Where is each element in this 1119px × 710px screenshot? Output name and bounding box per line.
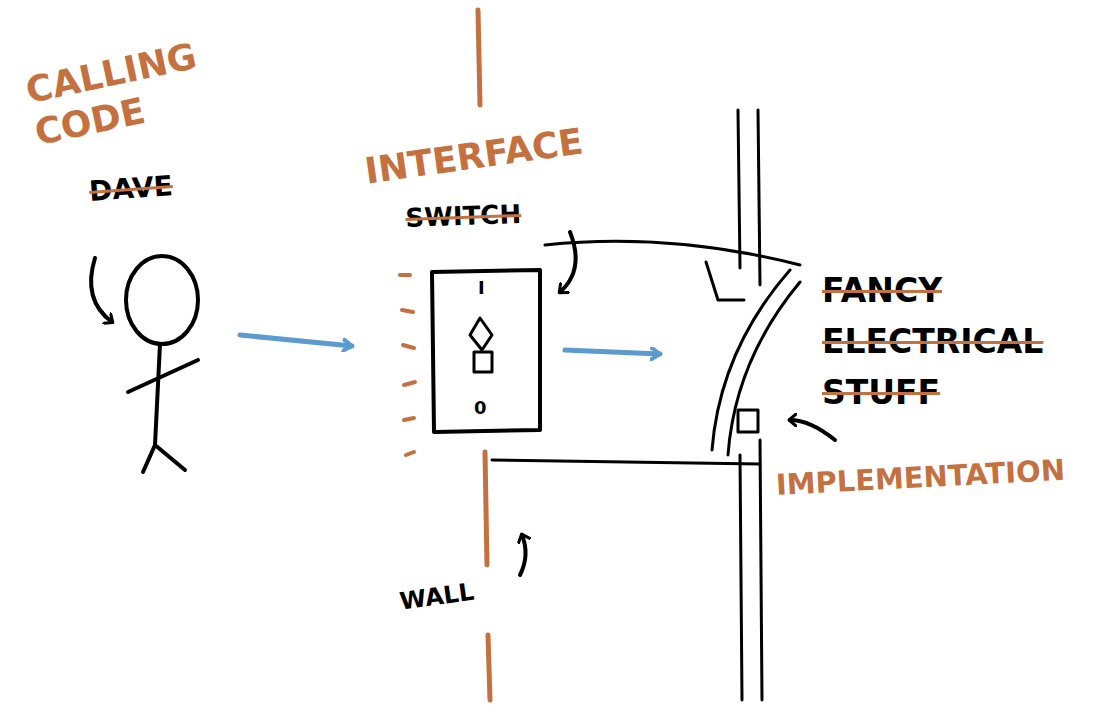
wall-line xyxy=(478,10,480,105)
electrical-conduit xyxy=(706,110,800,700)
switch-marking: I xyxy=(478,278,508,298)
stick-figure xyxy=(126,256,198,472)
switch-plate xyxy=(432,270,540,432)
box-outline xyxy=(545,241,800,265)
struck-label: FANCY ELECTRICAL STUFF xyxy=(822,265,1097,418)
part-label: WALL xyxy=(398,574,501,616)
wall-line xyxy=(488,635,490,700)
role-label: CALLING CODE xyxy=(22,28,236,154)
pointer-arrow xyxy=(560,232,576,292)
flow-arrow xyxy=(565,350,660,354)
struck-label: DAVE xyxy=(88,164,250,209)
struck-label: SWITCH xyxy=(405,197,576,234)
box-outline xyxy=(492,460,760,464)
pointer-arrow xyxy=(520,535,526,575)
switch-marking: 0 xyxy=(474,398,504,418)
pointer-arrow xyxy=(790,420,835,440)
flow-arrow xyxy=(240,335,352,346)
pointer-arrow xyxy=(91,258,112,322)
role-label: IMPLEMENTATION xyxy=(775,451,1106,503)
wall-dashes xyxy=(400,275,415,455)
role-label: INTERFACE xyxy=(362,114,625,193)
wall-line xyxy=(485,452,487,565)
